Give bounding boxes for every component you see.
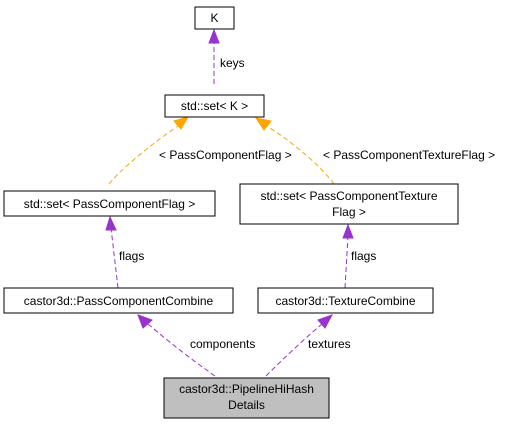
- node-pipeline-hi-hash-details-label-line1: castor3d::PipelineHiHash: [179, 382, 314, 396]
- node-pass-component-combine-label: castor3d::PassComponentCombine: [24, 294, 214, 308]
- edge-label-pass-component-flag: < PassComponentFlag >: [159, 148, 292, 162]
- node-std-set-pass-component-texture-flag[interactable]: std::set< PassComponentTexture Flag >: [239, 183, 459, 225]
- edge-label-components: components: [190, 337, 255, 351]
- node-pass-component-combine[interactable]: castor3d::PassComponentCombine: [3, 287, 234, 314]
- node-pipeline-hi-hash-details-label-line2: Details: [228, 398, 265, 412]
- node-k-label: K: [210, 11, 218, 25]
- edge-label-flags-left: flags: [119, 249, 144, 263]
- edge-set-pass-component-flag-to-pass-component-combine: [105, 215, 119, 289]
- edge-set-pass-component-texture-flag-to-texture-combine: [342, 223, 354, 289]
- edge-label-pass-component-texture-flag: < PassComponentTextureFlag >: [323, 148, 495, 162]
- edge-pass-component-combine-to-pipeline-details: [137, 314, 216, 377]
- node-texture-combine-label: castor3d::TextureCombine: [275, 294, 415, 308]
- node-k[interactable]: K: [194, 6, 235, 30]
- node-std-set-pass-component-texture-flag-label-line2: Flag >: [332, 205, 366, 219]
- edge-label-keys: keys: [220, 56, 245, 70]
- edge-texture-combine-to-pipeline-details: [265, 314, 334, 377]
- node-texture-combine[interactable]: castor3d::TextureCombine: [257, 287, 434, 314]
- edge-label-textures: textures: [308, 337, 351, 351]
- node-std-set-pass-component-flag-label: std::set< PassComponentFlag >: [24, 197, 195, 211]
- node-std-set-k[interactable]: std::set< K >: [164, 94, 265, 118]
- edge-set-k-to-set-pass-component-texture-flag: [254, 117, 335, 185]
- edge-label-flags-right: flags: [351, 249, 376, 263]
- edge-k-to-std-set-k: [208, 28, 220, 84]
- node-std-set-pass-component-flag[interactable]: std::set< PassComponentFlag >: [3, 190, 216, 217]
- node-std-set-k-label: std::set< K >: [181, 99, 248, 113]
- edge-set-k-to-set-pass-component-flag: [108, 116, 190, 185]
- node-pipeline-hi-hash-details[interactable]: castor3d::PipelineHiHash Details: [163, 377, 330, 419]
- node-std-set-pass-component-texture-flag-label-line1: std::set< PassComponentTexture: [260, 189, 437, 203]
